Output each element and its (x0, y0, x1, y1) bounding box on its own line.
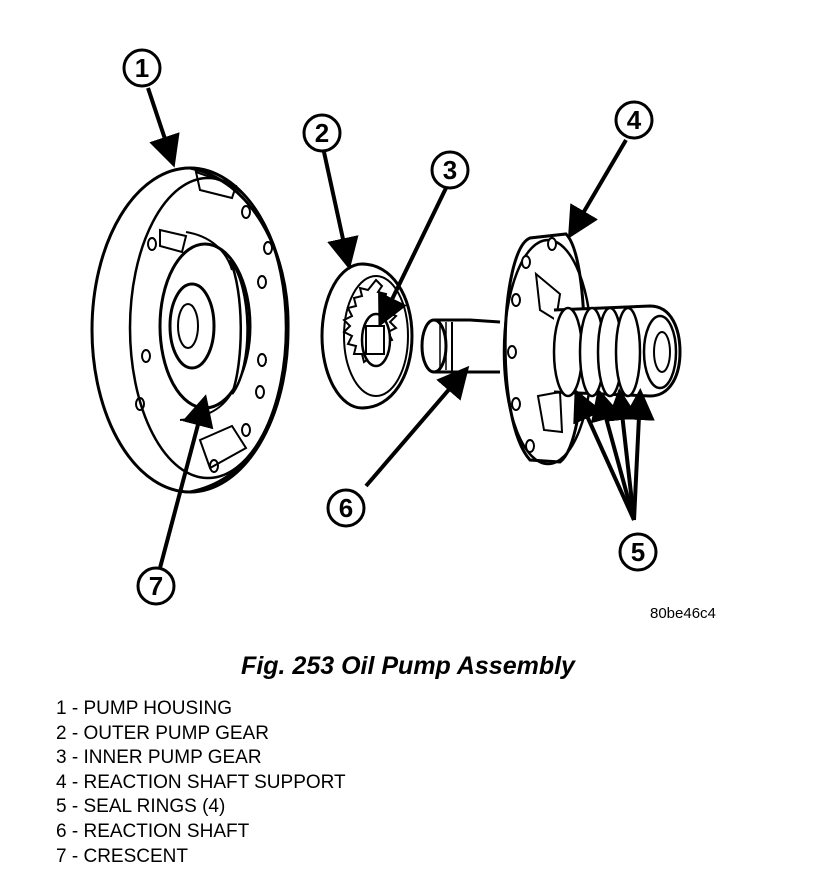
legend-list: 1 - PUMP HOUSING 2 - OUTER PUMP GEAR 3 -… (56, 697, 346, 869)
legend-num: 1 (56, 698, 67, 719)
arrow-5a (573, 388, 636, 521)
arrow-2 (322, 151, 359, 270)
legend-item: 6 - REACTION SHAFT (56, 820, 250, 842)
legend-item: 4 - REACTION SHAFT SUPPORT (56, 771, 346, 793)
callout-7: 7 (136, 566, 176, 606)
arrow-5b (590, 388, 636, 521)
svg-text:5: 5 (631, 537, 645, 567)
legend-label: REACTION SHAFT (83, 820, 250, 842)
reaction-shaft (420, 318, 501, 374)
svg-text:1: 1 (135, 53, 149, 83)
legend-label: INNER PUMP GEAR (83, 747, 262, 769)
arrow-5c (606, 388, 639, 521)
legend-num: 2 (56, 722, 67, 744)
callout-3: 3 (430, 150, 470, 190)
figure-caption: Fig. 253 Oil Pump Assembly (241, 652, 575, 680)
legend-label: REACTION SHAFT SUPPORT (83, 771, 346, 793)
oil-pump-illustration: 1 2 3 4 5 6 7 (90, 48, 682, 606)
reaction-shaft-support (502, 232, 682, 466)
legend-item: 2 - OUTER PUMP GEAR (56, 722, 269, 744)
legend-num: 5 (56, 796, 67, 818)
svg-text:6: 6 (339, 493, 353, 523)
legend-num: 7 (56, 845, 67, 867)
callout-5: 5 (618, 532, 658, 572)
legend-num: 3 (56, 747, 67, 769)
legend-label: SEAL RINGS (4) (83, 796, 226, 818)
callout-1: 1 (122, 48, 162, 88)
legend-label: CRESCENT (83, 845, 188, 867)
arrow-7 (158, 394, 214, 569)
svg-text:3: 3 (443, 155, 457, 185)
legend-item: 5 - SEAL RINGS (4) (56, 796, 226, 818)
image-code: 80be46c4 (650, 605, 716, 622)
legend-num: 4 (56, 771, 67, 793)
leader-arrows (146, 87, 655, 569)
legend-label: OUTER PUMP GEAR (83, 722, 269, 744)
callout-2: 2 (302, 113, 342, 153)
callout-6: 6 (326, 488, 366, 528)
pump-housing (90, 166, 290, 494)
legend-label: PUMP HOUSING (83, 698, 232, 719)
arrow-1 (146, 87, 180, 168)
arrow-4 (567, 138, 628, 239)
legend-item: 1 - PUMP HOUSING (56, 698, 232, 719)
svg-text:4: 4 (627, 105, 642, 135)
arrow-5d (622, 388, 655, 521)
legend-item: 3 - INNER PUMP GEAR (56, 747, 262, 769)
legend-item: 7 - CRESCENT (56, 845, 188, 867)
legend-num: 6 (56, 820, 67, 842)
arrow-3 (378, 187, 448, 328)
callout-4: 4 (614, 100, 654, 140)
svg-text:7: 7 (149, 571, 163, 601)
arrow-6 (364, 365, 470, 488)
svg-text:2: 2 (315, 118, 329, 148)
